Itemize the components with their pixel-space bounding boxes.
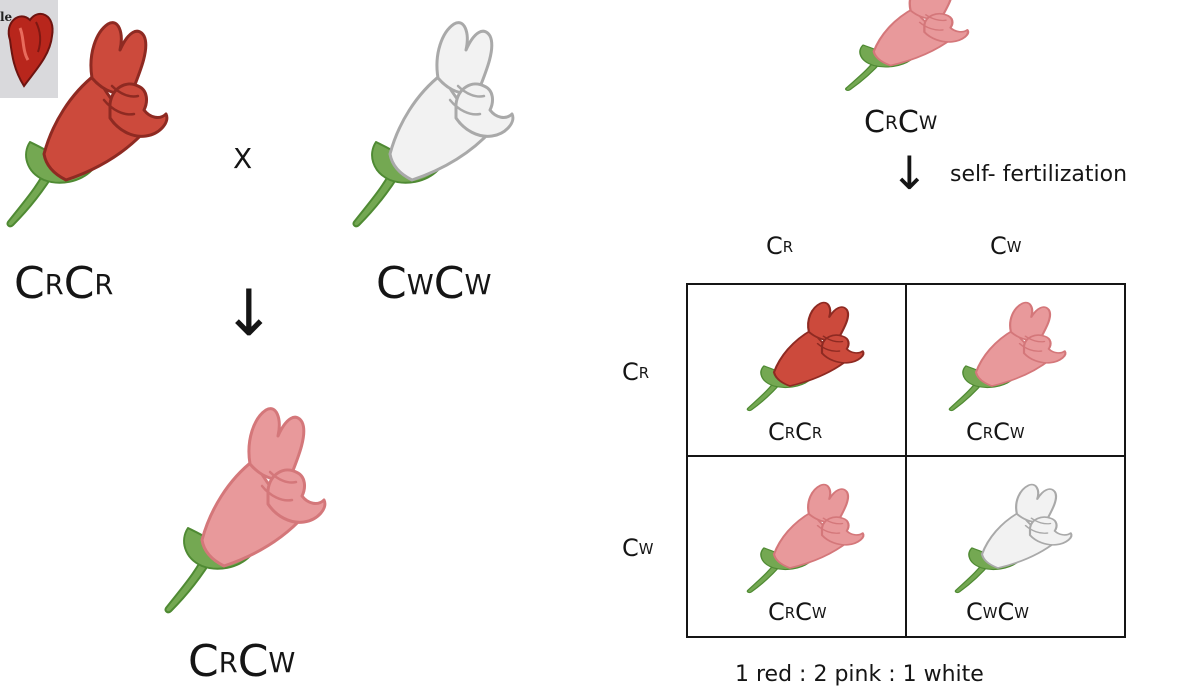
offspring-genotype: CRCW: [188, 640, 295, 684]
cross-arrow: ↓: [222, 282, 276, 346]
white-flower-icon: [346, 14, 522, 244]
col-header-1: CR: [766, 234, 793, 258]
ratio-caption: 1 red : 2 pink : 1 white: [735, 662, 984, 687]
red-flower-icon: [0, 14, 176, 244]
pink-flower-icon: [158, 400, 334, 630]
row-header-2: CW: [622, 536, 653, 560]
col-header-2: CW: [990, 234, 1021, 258]
row-header-1: CR: [622, 360, 649, 384]
self-fertilization-label: self- fertilization: [950, 162, 1127, 187]
parent1-genotype: CRCR: [14, 262, 113, 306]
punnett-divider-horizontal: [688, 455, 1124, 457]
punnett-cell-4-genotype: CWCW: [966, 600, 1029, 624]
pink-flower-icon: [840, 0, 975, 100]
punnett-cell-2-genotype: CRCW: [966, 420, 1025, 444]
punnett-cell-1-genotype: CRCR: [768, 420, 822, 444]
pink-flower-icon: [742, 480, 870, 602]
parent2-genotype: CWCW: [376, 262, 491, 306]
top-genotype: CRCW: [864, 108, 937, 138]
cross-symbol: X: [233, 142, 252, 175]
self-fert-arrow: ↓: [890, 150, 929, 196]
punnett-cell-3-genotype: CRCW: [768, 600, 827, 624]
red-flower-icon: [742, 298, 870, 420]
punnett-divider-vertical: [905, 285, 907, 636]
white-flower-icon: [950, 480, 1078, 602]
pink-flower-icon: [944, 298, 1072, 420]
